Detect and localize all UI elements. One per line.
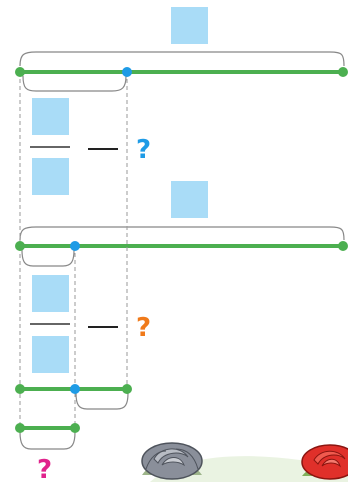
top-answer-box[interactable] bbox=[171, 7, 208, 44]
fraction-1-denominator-box[interactable] bbox=[32, 158, 69, 195]
point-3-left bbox=[15, 384, 25, 394]
point-2-mid bbox=[70, 241, 80, 251]
point-1-mid bbox=[122, 67, 132, 77]
point-3-mid bbox=[70, 384, 80, 394]
segment-4-brace bbox=[19, 431, 76, 450]
point-1-left bbox=[15, 67, 25, 77]
top-brace bbox=[19, 51, 345, 67]
fraction-2-denominator-box[interactable] bbox=[32, 336, 69, 373]
segment-2-part-brace bbox=[21, 249, 75, 267]
question-mark-2: ? bbox=[136, 313, 151, 343]
fraction-2-numerator-box[interactable] bbox=[32, 275, 69, 312]
point-2-right bbox=[338, 241, 348, 251]
question-mark-1: ? bbox=[136, 135, 151, 165]
segment-3-part-brace bbox=[75, 392, 129, 410]
segment-1-part-brace bbox=[22, 75, 127, 92]
point-4-right bbox=[70, 423, 80, 433]
red-rose-icon bbox=[301, 444, 348, 480]
question-mark-3: ? bbox=[37, 455, 52, 482]
gray-rose-icon bbox=[141, 442, 203, 480]
point-3-right bbox=[122, 384, 132, 394]
point-2-left bbox=[15, 241, 25, 251]
middle-brace bbox=[19, 226, 345, 241]
point-4-left bbox=[15, 423, 25, 433]
middle-answer-box[interactable] bbox=[171, 181, 208, 218]
point-1-right bbox=[338, 67, 348, 77]
fraction-1-numerator-box[interactable] bbox=[32, 98, 69, 135]
